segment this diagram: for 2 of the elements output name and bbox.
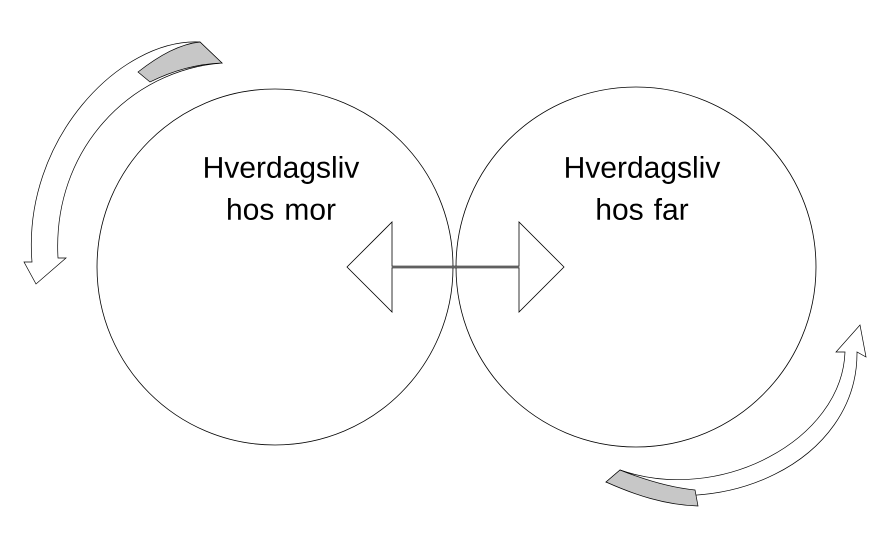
circle-node: Hverdagsliv hos mor bbox=[96, 88, 454, 446]
circle-node: Hverdagsliv hos far bbox=[456, 86, 816, 448]
